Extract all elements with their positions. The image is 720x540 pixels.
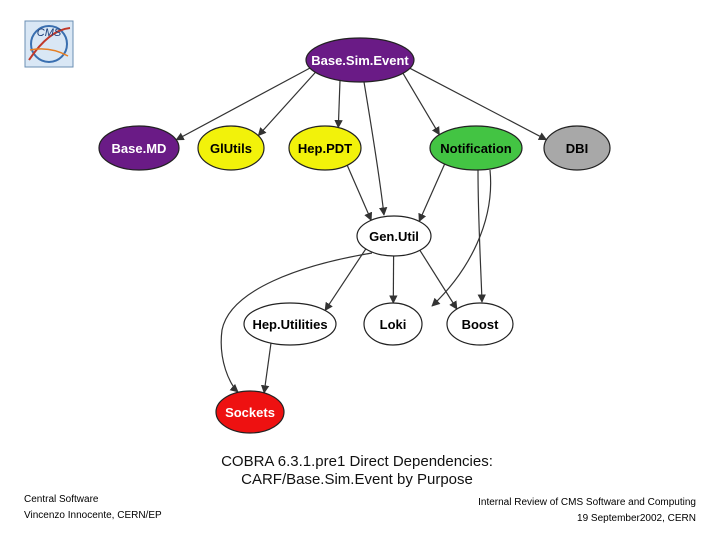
edge-heputilities-to-sockets xyxy=(260,343,272,394)
node-sockets-shape xyxy=(215,390,285,434)
footer-left-line1: Central Software xyxy=(24,494,99,505)
edge-genutil-to-sockets xyxy=(220,252,373,393)
node-boost: Boost xyxy=(446,302,514,346)
edge-basesimevent-to-glutils xyxy=(257,71,316,137)
footer-right-line1: Internal Review of CMS Software and Comp… xyxy=(478,497,696,508)
node-heputilities-shape xyxy=(243,302,337,346)
edge-heppdt-to-genutil xyxy=(346,165,373,222)
node-sockets-label: Sockets xyxy=(225,405,275,420)
node-heppdt: Hep.PDT xyxy=(288,125,362,171)
node-sockets: Sockets xyxy=(215,390,285,434)
node-loki: Loki xyxy=(363,302,423,346)
edge-genutil-to-heputilities xyxy=(324,248,367,312)
node-basemd: Base.MD xyxy=(98,125,180,171)
node-notification-label: Notification xyxy=(440,141,512,156)
node-dbi-shape xyxy=(543,125,611,171)
node-basesimevent-shape xyxy=(305,37,415,83)
edge-basesimevent-to-dbi xyxy=(409,67,548,141)
node-glutils-shape xyxy=(197,125,265,171)
edge-basesimevent-to-genutil xyxy=(363,81,388,216)
edge-basesimevent-to-notification xyxy=(402,72,440,136)
node-heppdt-label: Hep.PDT xyxy=(298,141,352,156)
dependency-edges xyxy=(175,67,548,394)
node-boost-label: Boost xyxy=(462,317,500,332)
node-genutil: Gen.Util xyxy=(356,215,432,257)
node-dbi-label: DBI xyxy=(566,141,588,156)
edge-notification-to-genutil xyxy=(418,163,446,223)
node-basesimevent-label: Base.Sim.Event xyxy=(311,53,409,68)
node-heputilities: Hep.Utilities xyxy=(243,302,337,346)
node-heppdt-shape xyxy=(288,125,362,171)
node-boost-shape xyxy=(446,302,514,346)
cms-logo: CMS xyxy=(24,20,74,68)
diagram-caption-line2: CARF/Base.Sim.Event by Purpose xyxy=(241,471,473,488)
cms-logo-text: CMS xyxy=(37,27,62,39)
node-heputilities-label: Hep.Utilities xyxy=(252,317,327,332)
node-dbi: DBI xyxy=(543,125,611,171)
node-basesimevent: Base.Sim.Event xyxy=(305,37,415,83)
diagram-caption-line1: COBRA 6.3.1.pre1 Direct Dependencies: xyxy=(221,453,493,470)
edge-notification-to-loki xyxy=(431,169,492,307)
node-genutil-label: Gen.Util xyxy=(369,229,419,244)
node-glutils-label: GlUtils xyxy=(210,141,252,156)
node-notification-shape xyxy=(429,125,523,171)
edge-notification-to-boost xyxy=(477,169,486,303)
node-notification: Notification xyxy=(429,125,523,171)
edge-genutil-to-boost xyxy=(419,249,458,310)
node-loki-shape xyxy=(363,302,423,346)
node-glutils: GlUtils xyxy=(197,125,265,171)
footer-left-line2: Vincenzo Innocente, CERN/EP xyxy=(24,510,162,521)
footer-right-line2: 19 September2002, CERN xyxy=(577,513,696,524)
edge-basesimevent-to-basemd xyxy=(175,67,311,141)
node-basemd-shape xyxy=(98,125,180,171)
node-genutil-shape xyxy=(356,215,432,257)
node-basemd-label: Base.MD xyxy=(112,141,167,156)
edge-basesimevent-to-heppdt xyxy=(334,80,343,129)
node-loki-label: Loki xyxy=(380,317,407,332)
